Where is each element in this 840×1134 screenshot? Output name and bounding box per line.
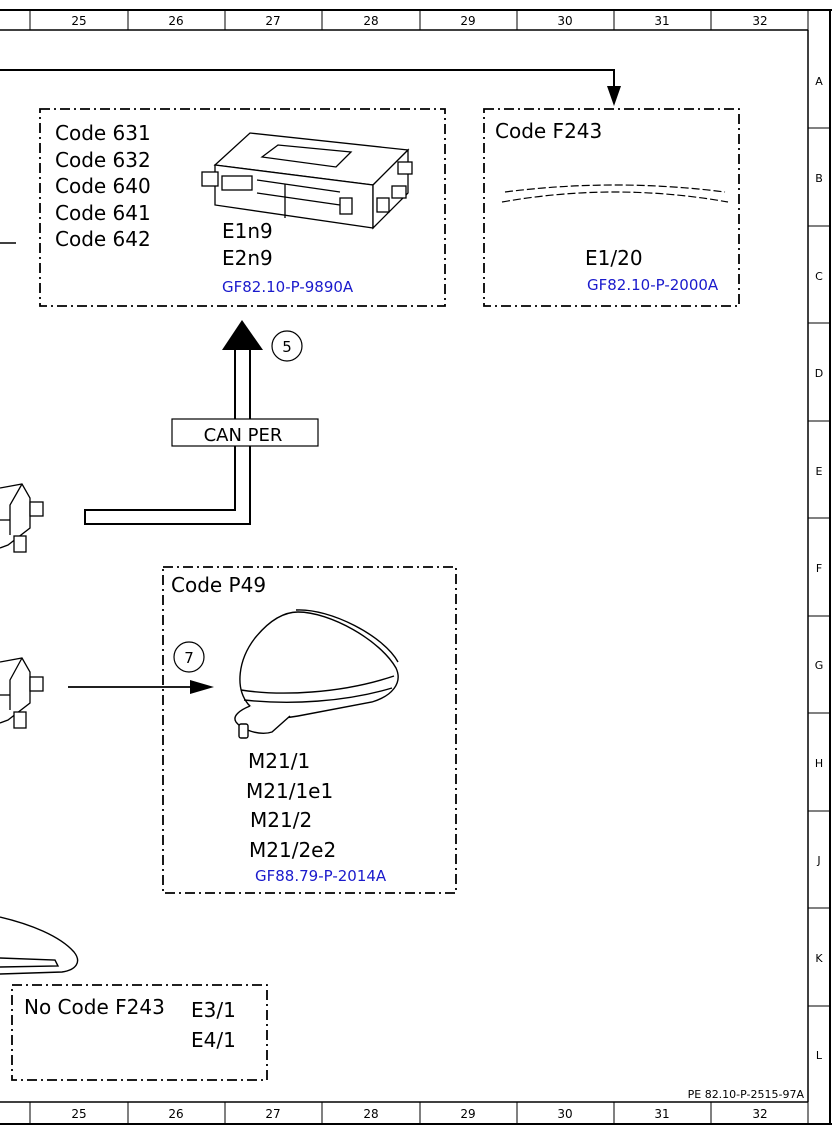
column-labels-bottom: 25 26 27 28 29 30 31 32 xyxy=(71,1107,767,1121)
row-labels: A B C D E F G H J K L xyxy=(815,75,824,1062)
drawing-frame xyxy=(0,9,832,1125)
side-mirror-icon xyxy=(234,609,399,739)
component-label: E4/1 xyxy=(191,1028,236,1052)
col-label: 29 xyxy=(460,14,475,28)
row-label: D xyxy=(815,367,823,380)
row-label: L xyxy=(816,1049,823,1062)
col-label: 32 xyxy=(752,1107,767,1121)
bus-arrow-up-icon xyxy=(222,320,263,350)
module-head-unit[interactable]: Code 631 Code 632 Code 640 Code 641 Code… xyxy=(39,108,446,307)
component-label: E1n9 xyxy=(222,219,273,243)
row-label: K xyxy=(815,952,823,965)
marker-7 xyxy=(173,641,205,673)
arrow-down-icon xyxy=(607,86,621,106)
col-label: 32 xyxy=(752,14,767,28)
col-label: 25 xyxy=(71,14,86,28)
left-connector-upper-icon xyxy=(0,483,44,553)
col-label: 31 xyxy=(654,14,669,28)
code-label: Code P49 xyxy=(171,573,266,597)
code-label: No Code F243 xyxy=(24,995,165,1019)
col-label: 27 xyxy=(265,1107,280,1121)
component-label: M21/1 xyxy=(248,749,310,773)
drawing-number: PE 82.10-P-2515-97A xyxy=(688,1088,805,1101)
row-label: H xyxy=(815,757,823,770)
module-no-f243[interactable]: No Code F243 E3/1 E4/1 xyxy=(11,984,268,1081)
component-label: M21/2 xyxy=(250,808,312,832)
col-label: 31 xyxy=(654,1107,669,1121)
col-label: 30 xyxy=(557,1107,572,1121)
code-label: Code 640 xyxy=(55,174,151,198)
bus-label-box xyxy=(171,418,319,447)
column-labels-top: 25 26 27 28 29 30 31 32 xyxy=(71,14,767,28)
row-label: A xyxy=(815,75,823,88)
signal-line-mirror: 7 xyxy=(68,641,214,694)
col-label: 28 xyxy=(363,1107,378,1121)
code-label: Code 632 xyxy=(55,148,151,172)
row-label: G xyxy=(815,659,824,672)
module-mirror[interactable]: Code P49 M21/1 M21/1e1 M21/2 M21/2e2 GF8… xyxy=(162,566,457,894)
row-label: J xyxy=(816,854,820,867)
module-boundary xyxy=(11,984,268,1081)
marker-5 xyxy=(271,330,303,362)
can-bus: CAN PER 5 xyxy=(84,320,319,525)
code-label: Code 642 xyxy=(55,227,151,251)
component-label: M21/1e1 xyxy=(246,779,333,803)
component-label: M21/2e2 xyxy=(249,838,336,862)
light-strip-icon xyxy=(501,184,729,203)
row-label: F xyxy=(816,562,822,575)
col-label: 30 xyxy=(557,14,572,28)
col-label: 26 xyxy=(168,1107,183,1121)
headlamp-icon xyxy=(0,916,79,975)
col-label: 27 xyxy=(265,14,280,28)
module-boundary xyxy=(39,108,446,307)
code-label: Code 631 xyxy=(55,121,151,145)
module-boundary xyxy=(483,108,740,307)
component-label: E1/20 xyxy=(585,246,643,270)
col-label: 28 xyxy=(363,14,378,28)
marker-label: 7 xyxy=(184,649,194,667)
module-f243[interactable]: Code F243 E1/20 GF82.10-P-2000A xyxy=(483,108,740,307)
row-label: C xyxy=(815,270,823,283)
code-label: Code 641 xyxy=(55,201,151,225)
left-connector-lower-icon xyxy=(0,657,44,729)
col-label: 26 xyxy=(168,14,183,28)
ref-link[interactable]: GF82.10-P-2000A xyxy=(587,276,719,294)
component-label: E2n9 xyxy=(222,246,273,270)
code-label: Code F243 xyxy=(495,119,602,143)
col-label: 29 xyxy=(460,1107,475,1121)
row-label: B xyxy=(815,172,823,185)
component-label: E3/1 xyxy=(191,998,236,1022)
row-label: E xyxy=(816,465,823,478)
control-unit-icon xyxy=(201,132,413,230)
ref-link[interactable]: GF82.10-P-9890A xyxy=(222,278,354,296)
bus-label: CAN PER xyxy=(204,425,283,446)
ref-link[interactable]: GF88.79-P-2014A xyxy=(255,867,387,885)
signal-line-top xyxy=(0,69,621,106)
bottom-ruler xyxy=(29,1102,809,1124)
module-boundary xyxy=(162,566,457,894)
right-ruler xyxy=(808,127,830,1007)
col-label: 25 xyxy=(71,1107,86,1121)
top-ruler xyxy=(29,10,809,30)
arrow-right-icon xyxy=(190,680,214,694)
marker-label: 5 xyxy=(282,338,292,356)
